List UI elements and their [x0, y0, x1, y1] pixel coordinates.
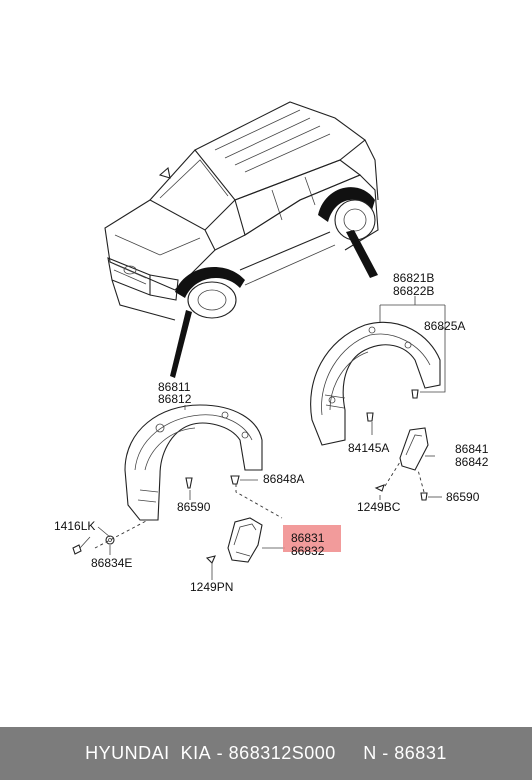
rear-wheel-guard — [310, 321, 441, 446]
part-number-footer: HYUNDAI KIA - 868312S000 N - 86831 — [0, 727, 532, 780]
diagram-drawing — [72, 101, 446, 580]
callout-86590-left: 86590 — [177, 500, 211, 514]
callout-1416LK: 1416LK — [54, 519, 96, 533]
rear-mud-guard — [399, 427, 429, 471]
parts-diagram: 86821B 86822B 86825A 86811 86812 84145A … — [54, 101, 489, 594]
fasteners — [72, 389, 428, 564]
selected-part-highlight — [283, 525, 341, 552]
callout-86831: 86831 — [291, 531, 325, 545]
callout-86590-right: 86590 — [446, 490, 480, 504]
footer-brand: HYUNDAI KIA — [85, 743, 212, 763]
callout-86821B: 86821B — [393, 271, 435, 285]
footer-part-number: 868312S000 — [228, 743, 336, 763]
footer-separator: - — [211, 743, 229, 763]
callout-86832: 86832 — [291, 544, 325, 558]
callout-1249PN: 1249PN — [190, 580, 234, 594]
callout-86811: 86811 — [158, 380, 191, 394]
front-mud-guard — [227, 517, 263, 563]
leader-lines — [79, 296, 446, 580]
footer-separator-n: N - — [335, 743, 395, 763]
callout-86842: 86842 — [455, 455, 489, 469]
callout-1249BC: 1249BC — [357, 500, 401, 514]
callout-86812: 86812 — [158, 392, 192, 406]
footer-callout: 86831 — [394, 743, 447, 763]
front-wheel-guard — [124, 404, 263, 521]
callout-86841: 86841 — [455, 442, 489, 456]
callout-86822B: 86822B — [393, 284, 435, 298]
callout-86848A: 86848A — [263, 472, 305, 486]
callout-86825A: 86825A — [424, 319, 466, 333]
vehicle-illustration — [104, 101, 379, 378]
callout-86834E: 86834E — [91, 556, 133, 570]
callout-84145A: 84145A — [348, 441, 390, 455]
